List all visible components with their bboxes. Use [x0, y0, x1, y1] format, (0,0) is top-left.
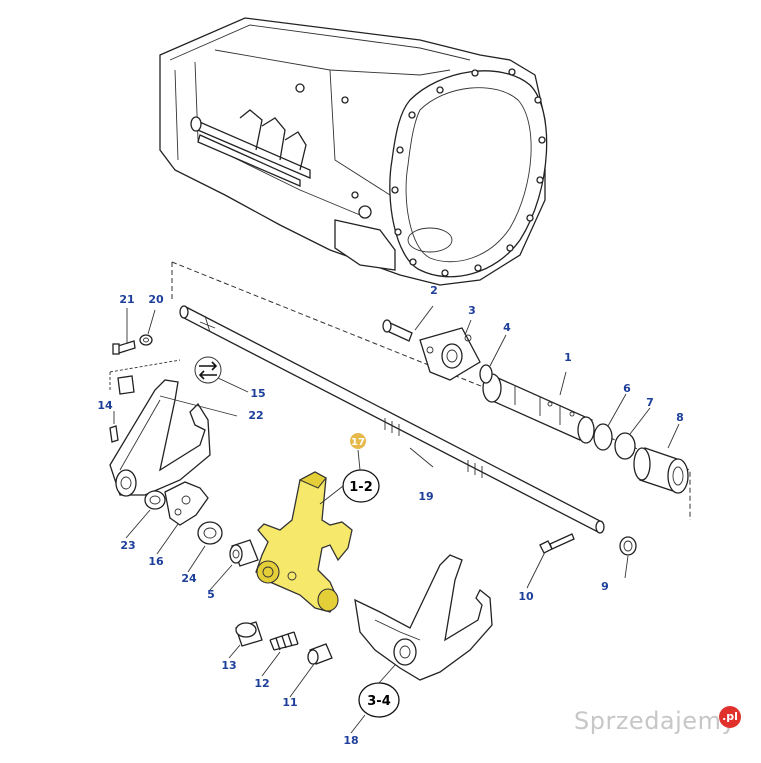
fork-left — [109, 379, 211, 497]
gearbox-housing — [159, 17, 548, 286]
callout-4: 4 — [503, 321, 511, 334]
callout-23: 23 — [120, 539, 135, 552]
dashed-link — [109, 359, 181, 392]
group-label-3-4: 3-4 — [358, 682, 400, 718]
callout-6: 6 — [623, 382, 631, 395]
callout-13: 13 — [221, 659, 236, 672]
callout-15: 15 — [250, 387, 265, 400]
callout-20: 20 — [148, 293, 164, 306]
callout-8: 8 — [676, 411, 684, 424]
bushing-part-5 — [229, 539, 259, 567]
callout-22: 22 — [248, 409, 263, 422]
plug-part-13 — [235, 621, 263, 647]
leader-lines — [113, 305, 680, 734]
callout-9: 9 — [601, 580, 609, 593]
ring-part-7 — [614, 432, 636, 460]
plunger-part-11 — [307, 643, 333, 665]
callout-numbers: 1 2 3 4 5 6 7 8 9 10 11 12 13 14 15 16 1… — [97, 284, 683, 747]
callout-19: 19 — [418, 490, 433, 503]
bushing-part-24 — [197, 521, 223, 545]
shift-rail — [179, 305, 605, 534]
bolt-part-2 — [382, 319, 413, 342]
callout-1: 1 — [564, 351, 572, 364]
callout-12: 12 — [254, 677, 269, 690]
group-label-3-4-text: 3-4 — [367, 694, 391, 709]
housing-shift-rails — [190, 109, 311, 187]
callout-3: 3 — [468, 304, 476, 317]
watermark-badge: .pl — [719, 706, 741, 728]
callout-18: 18 — [343, 734, 358, 747]
callout-2: 2 — [430, 284, 438, 297]
group-label-1-2-text: 1-2 — [349, 480, 373, 495]
callout-21: 21 — [119, 293, 134, 306]
cap-part-9 — [619, 536, 637, 556]
dowel-part-14 — [109, 425, 119, 443]
group-label-1-2: 1-2 — [342, 469, 380, 503]
callout-24: 24 — [181, 572, 197, 585]
callout-17-badge: 17 — [350, 433, 366, 449]
callout-17: 17 — [351, 437, 365, 448]
callout-7: 7 — [646, 396, 654, 409]
callout-14: 14 — [97, 399, 113, 412]
washer-part-20 — [139, 334, 153, 346]
callout-5: 5 — [207, 588, 215, 601]
callout-16: 16 — [148, 555, 164, 568]
flange-part-3 — [419, 327, 481, 381]
callout-11: 11 — [282, 696, 297, 709]
ring-part-23 — [144, 490, 166, 510]
fork-3-4 — [354, 554, 493, 681]
flange-bolt-holes — [391, 68, 546, 277]
assembly-boundary — [171, 261, 691, 520]
ring-part-6 — [593, 423, 613, 451]
swap-arrows-icon — [194, 356, 222, 384]
callout-10: 10 — [518, 590, 534, 603]
spring-part-12 — [269, 631, 299, 651]
bushing-part-8 — [633, 447, 689, 494]
clip-part-22 — [117, 375, 135, 395]
bolt-part-10 — [539, 533, 575, 554]
ring-part-4 — [479, 364, 493, 384]
sleeve-part-1 — [482, 373, 595, 444]
fork-1-2-highlighted — [255, 471, 353, 613]
bracket-part-16 — [164, 481, 209, 526]
bolt-part-21 — [112, 340, 136, 355]
watermark-text: Sprzedajemy — [574, 707, 737, 735]
